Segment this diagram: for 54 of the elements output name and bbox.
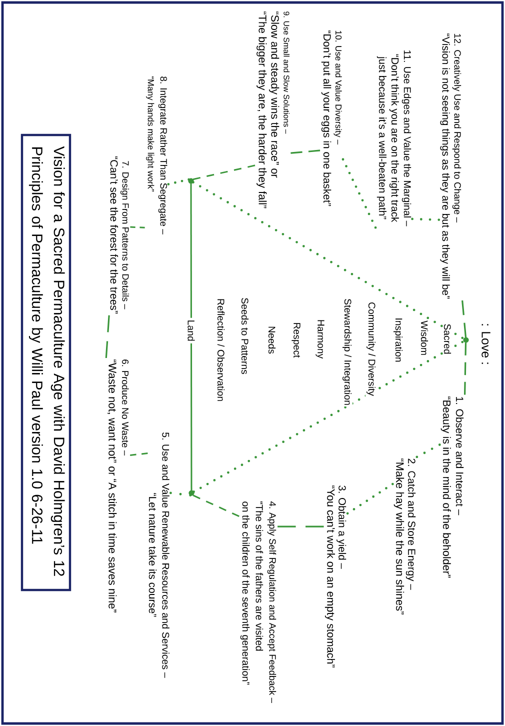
dashed-line (130, 452, 148, 456)
proverb-text: “Beauty is in the mind of the beholder” (440, 396, 451, 578)
principle-heading: 5. Use and Value Renewable Resources and Services – (162, 432, 170, 678)
dotted-line (192, 340, 465, 493)
principle-heading: 11. Use Edges and Value the Marginal – (402, 50, 412, 226)
proverb-text: “The sins of the fathers are visited on the children of the seventh generation” (240, 502, 264, 685)
principle-heading: 3. Obtain a yield – (336, 486, 346, 569)
proverb-text: “Slow and steady wins the race” or “The bigger they are, the harder they fall” (256, 12, 280, 208)
dashed-line (192, 164, 256, 180)
value-word: Stewardship / Integration (342, 298, 352, 406)
value-word: Sacred (442, 322, 452, 356)
dotted-line (167, 178, 190, 186)
dashed-line (462, 300, 467, 338)
dashed-line (277, 526, 324, 528)
principle-heading: 4. Apply Self Regulation and Accept Feedback – (267, 501, 276, 703)
title-box: Vision for a Sacred Permaculture Age with David Holmgren’s 12 Principles of Permaculture by Willi Paul version 1.0 6-26-11 (20, 134, 72, 592)
value-word: Needs (267, 325, 277, 355)
proverb-text: “Let nature take its course” (148, 493, 157, 617)
proverb-text: “Can’t see the forest for the trees” (110, 156, 118, 314)
principle-heading: 10. Use and Value Diversity – (334, 30, 342, 145)
dotted-line (346, 482, 394, 515)
dashed-line (464, 342, 467, 396)
principle-heading: 2. Catch and Store Energy – (406, 458, 416, 590)
proverb-text: “You can’t work on an empty stomach” (324, 486, 335, 668)
proverb-text: “Vision is not seeing things as they are but as they will be” (440, 34, 450, 299)
heading-label: : Love : (480, 322, 492, 366)
principle-heading: 12. Creatively Use and Respond to Change – (452, 34, 462, 222)
value-word: Inspiration (392, 316, 404, 364)
dashed-line (130, 226, 145, 228)
proverb-text: “Waste not, want not” or “A stitch in time saves nine” (107, 360, 117, 612)
dotted-line (192, 181, 465, 340)
value-word: Respect (290, 321, 302, 359)
principle-heading: 8. Integrate Rather Than Segregate – (158, 76, 168, 234)
dotted-line (416, 444, 441, 458)
proverb-text: “Don’t put all your eggs in one basket” (321, 30, 332, 206)
value-word: Reflection / Observation (216, 297, 226, 403)
connector-line (190, 184, 192, 490)
value-word: Harmony (314, 318, 326, 360)
dashed-line (290, 150, 320, 154)
proverb-text: “Don’t think you are on the right track just because it’s a well-beaten path” (376, 54, 399, 222)
dotted-line (411, 218, 440, 221)
dashed-line (105, 315, 110, 358)
principle-heading: 6. Produce No Waste – (122, 360, 129, 456)
proverb-text: “Make hay while the sun shines” (394, 458, 404, 614)
value-word: Wisdom (420, 320, 430, 356)
dotted-line (342, 158, 377, 230)
principle-heading: 7. Design From Patterns to Details – (120, 161, 129, 310)
value-word: Community / Diversity (366, 301, 376, 397)
dotted-line (169, 492, 192, 496)
principle-heading: 1. Observe and Interact – (456, 397, 464, 516)
edge-label: Land (186, 318, 197, 344)
value-word: Seeds to Patterns (240, 296, 250, 376)
dashed-line (192, 494, 240, 518)
proverb-text: “Many hands make light work” (146, 76, 154, 192)
